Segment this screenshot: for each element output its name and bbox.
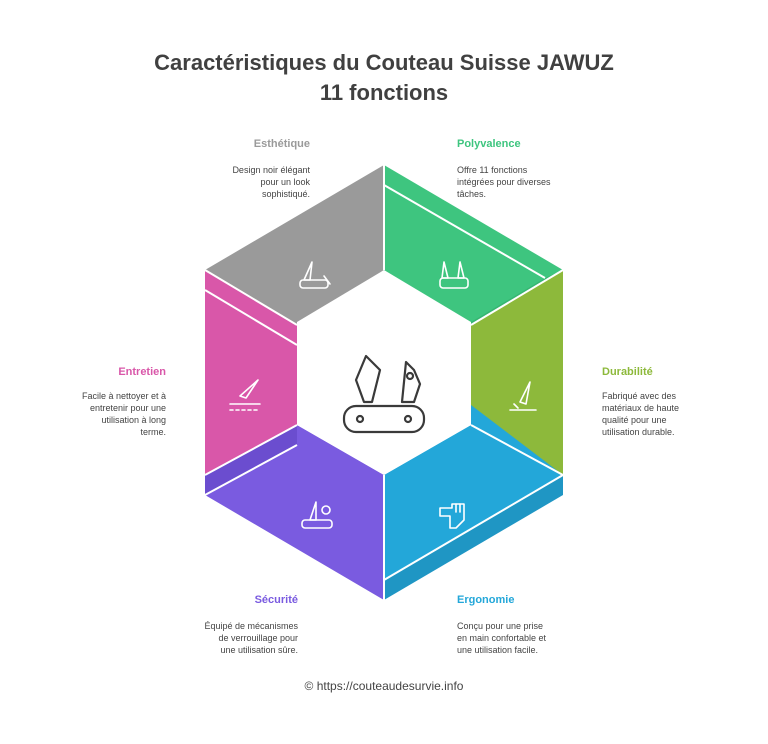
label-esthetique: Esthétique <box>253 138 310 150</box>
knife-icon <box>299 261 331 289</box>
title-line-2: 11 fonctions <box>319 80 449 105</box>
hand-grip-icon <box>439 503 465 529</box>
segment-entretien-shape <box>205 270 297 475</box>
page-title: Caractéristiques du Couteau Suisse JAWUZ… <box>0 48 768 108</box>
title-line-1: Caractéristiques du Couteau Suisse JAWUZ <box>154 50 614 75</box>
label-durabilite: Durabilité <box>602 366 653 378</box>
segment-securite-shape <box>205 425 384 600</box>
segment-ergonomie-shape <box>384 405 563 580</box>
swiss-knife-icon <box>342 354 426 434</box>
locked-knife-icon <box>301 501 333 529</box>
label-entretien: Entretien <box>118 366 166 378</box>
center-hexagon <box>297 270 471 475</box>
multitool-icon <box>439 261 469 289</box>
segment-ergonomie <box>384 405 563 600</box>
label-polyvalence: Polyvalence <box>457 138 521 150</box>
knife-in-ground-icon <box>509 381 537 411</box>
label-securite: Sécurité <box>254 594 298 606</box>
copyright-footer: © https://couteaudesurvie.info <box>304 679 464 693</box>
label-ergonomie: Ergonomie <box>457 594 515 606</box>
segment-securite <box>205 425 384 600</box>
segment-entretien <box>205 270 297 475</box>
cleaning-knife-icon <box>229 379 261 411</box>
